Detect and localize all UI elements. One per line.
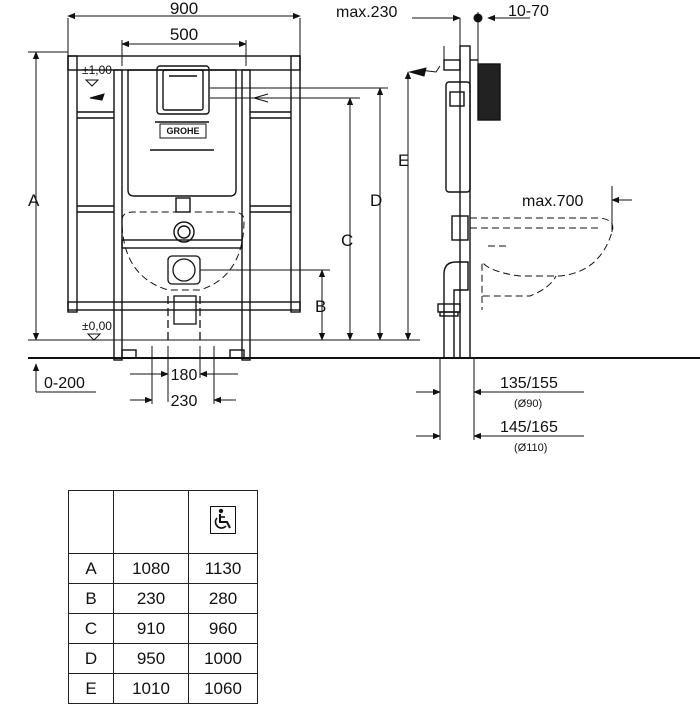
table-row: A 1080 1130	[68, 553, 258, 584]
dim-outlet-90: 135/155	[500, 375, 558, 392]
outlet-pipe-front	[167, 255, 201, 344]
row-accessible-value: 1130	[188, 553, 258, 584]
row-key: E	[68, 673, 114, 704]
row-standard-value: 1010	[113, 673, 189, 704]
technical-drawing: GROHE 900 500 max.230 10-70 ±1,00 ±0,00 …	[28, 0, 700, 454]
header-key-cell	[68, 490, 114, 554]
row-standard-value: 910	[113, 613, 189, 644]
bowl-outline-front	[121, 211, 245, 291]
dim-letter-b: B	[315, 297, 326, 316]
dim-outlet-110-dia: (Ø110)	[514, 442, 547, 454]
row-accessible-value: 1000	[188, 643, 258, 674]
dim-outlet-width: 230	[171, 393, 198, 410]
dim-depth-max: max.230	[336, 4, 397, 21]
dim-frame-width: 500	[170, 25, 198, 44]
dim-letter-c: C	[341, 231, 353, 250]
dim-wall-gap: 10-70	[508, 3, 549, 20]
bowl-outline-side	[470, 217, 614, 297]
row-key: C	[68, 613, 114, 644]
header-standard-cell	[113, 490, 189, 554]
dim-letter-e: E	[398, 151, 409, 170]
row-key: B	[68, 583, 114, 614]
level-top-label: ±1,00	[82, 63, 112, 77]
dim-floor-adjust: 0-200	[44, 375, 85, 392]
row-key: D	[68, 643, 114, 674]
dimension-table: A 1080 1130 B 230 280 C 910 960 D 950 10…	[68, 490, 258, 704]
row-accessible-value: 1060	[188, 673, 258, 704]
table-row: E 1010 1060	[68, 673, 258, 704]
dim-letter-a: A	[28, 191, 40, 210]
row-key: A	[68, 553, 114, 584]
dim-letter-d: D	[370, 191, 382, 210]
table-row: B 230 280	[68, 583, 258, 614]
side-frame	[437, 45, 501, 359]
header-accessible-cell	[188, 490, 258, 554]
table-row: D 950 1000	[68, 643, 258, 674]
dim-overall-width: 900	[170, 0, 198, 18]
row-standard-value: 1080	[113, 553, 189, 584]
wheelchair-icon	[210, 505, 236, 534]
row-accessible-value: 280	[188, 583, 258, 614]
table-header-row	[68, 490, 258, 554]
dim-outlet-spacing: 180	[171, 367, 198, 384]
dim-bowl-max: max.700	[522, 193, 583, 210]
row-accessible-value: 960	[188, 613, 258, 644]
level-zero-label: ±0,00	[82, 319, 112, 333]
table-row: C 910 960	[68, 613, 258, 644]
row-standard-value: 950	[113, 643, 189, 674]
cistern	[127, 65, 237, 243]
svg-text:GROHE: GROHE	[166, 126, 199, 136]
dim-outlet-90-dia: (Ø90)	[514, 398, 542, 410]
dim-outlet-110: 145/165	[500, 419, 558, 436]
row-standard-value: 230	[113, 583, 189, 614]
brand-logo: GROHE	[159, 123, 207, 139]
